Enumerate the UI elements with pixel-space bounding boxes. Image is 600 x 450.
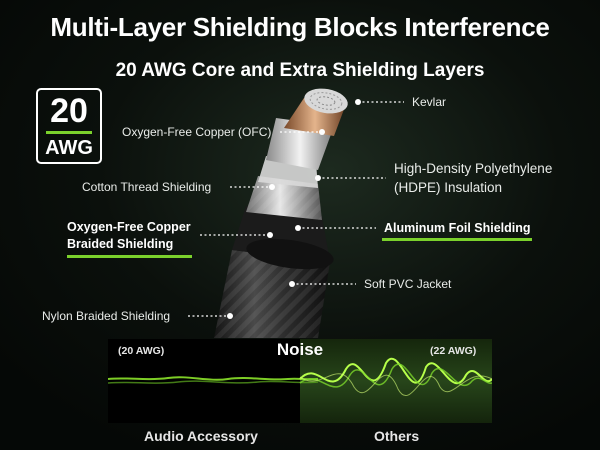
label-audio-accessory: Audio Accessory: [144, 428, 258, 444]
label-nylon: Nylon Braided Shielding: [42, 309, 171, 323]
nylon-braid-layer: [214, 250, 330, 338]
label-ofc-braid-line2: Braided Shielding: [67, 237, 174, 251]
label-hdpe-line2: (HDPE) Insulation: [394, 180, 503, 195]
awg-badge-number: 20: [50, 92, 88, 130]
kevlar-core-end: [304, 88, 348, 114]
leader-dots: [227, 99, 361, 319]
page-subtitle: 20 AWG Core and Extra Shielding Layers: [115, 60, 485, 81]
awg-badge-divider: [46, 131, 92, 134]
pvc-jacket-layer: [232, 206, 334, 270]
label-pvc: Soft PVC Jacket: [364, 277, 452, 291]
label-aluminum: Aluminum Foil Shielding: [384, 221, 531, 235]
label-kevlar: Kevlar: [412, 95, 447, 109]
label-others: Others: [374, 428, 420, 444]
label-cotton: Cotton Thread Shielding: [82, 180, 212, 194]
label-hdpe-line1: High-Density Polyethylene: [394, 161, 553, 176]
noise-right-tag: (22 AWG): [430, 345, 477, 357]
page-title: Multi-Layer Shielding Blocks Interferenc…: [50, 12, 550, 42]
label-ofc-braid-line1: Oxygen-Free Copper: [67, 220, 191, 234]
ofc-braid-underline: [67, 255, 192, 258]
aluminum-underline: [382, 238, 532, 241]
awg-badge-unit: AWG: [45, 137, 93, 159]
noise-left-tag: (20 AWG): [118, 345, 165, 357]
label-ofc: Oxygen-Free Copper (OFC): [122, 125, 272, 139]
copper-braid-layer: [246, 176, 322, 220]
awg-badge: 20 AWG: [36, 88, 102, 164]
noise-waveform: [108, 357, 492, 397]
leader-lines: [188, 101, 404, 317]
cable-illustration: [188, 88, 404, 338]
noise-title: Noise: [276, 340, 324, 359]
